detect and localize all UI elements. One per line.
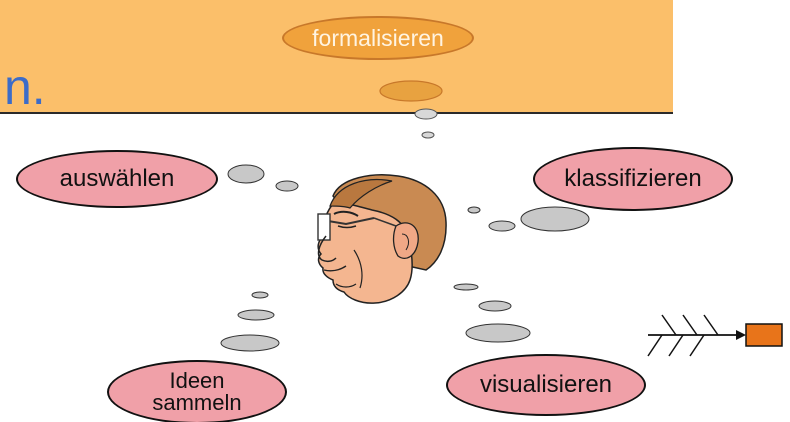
thought-bubble-klassifizieren: klassifizieren	[533, 147, 733, 211]
thought-label-klassifizieren: klassifizieren	[564, 165, 702, 192]
thought-bubble-formalisieren: formalisieren	[282, 16, 474, 60]
thought-bubble-ideen-sammeln: Ideen sammeln	[107, 360, 287, 422]
page-title-fragment: n.	[4, 59, 46, 115]
thought-label-formalisieren: formalisieren	[312, 24, 444, 51]
thought-trail-klassifizieren	[467, 206, 590, 232]
thought-trail-formalisieren	[379, 80, 443, 139]
thought-label-ideen: Ideen	[169, 368, 225, 393]
thinking-head-illustration	[317, 174, 447, 304]
thought-trail-visualisieren	[453, 283, 531, 343]
thought-trail-auswaehlen	[227, 164, 299, 192]
thought-bubble-visualisieren: visualisieren	[446, 354, 646, 416]
thought-label-sammeln: sammeln	[152, 390, 242, 415]
thought-trail-ideen	[220, 291, 280, 352]
thought-bubble-auswaehlen: auswählen	[16, 150, 218, 208]
fishbone-diagram-icon	[647, 314, 783, 357]
thought-label-visualisieren: visualisieren	[479, 371, 613, 398]
title-underline	[0, 112, 673, 114]
thought-label-auswaehlen: auswählen	[59, 165, 175, 192]
